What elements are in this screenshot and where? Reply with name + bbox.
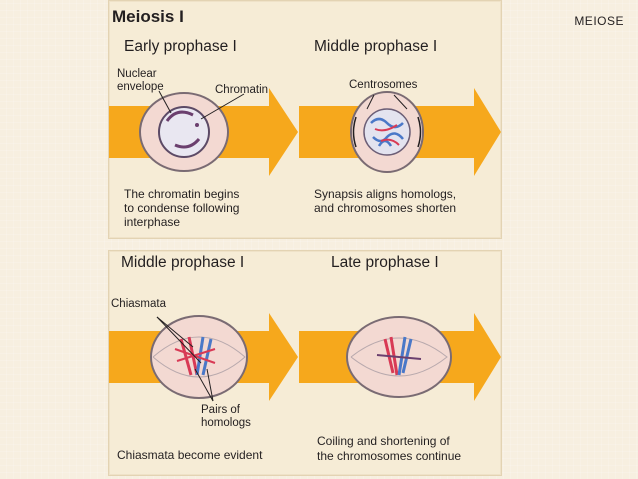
caption-late-1: Coiling and shortening of <box>317 434 450 448</box>
caption-chiasmata: Chiasmata become evident <box>117 448 263 462</box>
label-centrosomes: Centrosomes <box>349 79 418 91</box>
label-nuclear-envelope-2: envelope <box>117 81 164 93</box>
early-chromatin <box>165 110 201 149</box>
top-panel: Meiosis I Early prophase I Middle propha… <box>108 0 502 239</box>
caption-early-2: to condense following <box>124 201 240 215</box>
stage-early-prophase: Early prophase I <box>124 38 237 55</box>
stage-middle-prophase-bottom: Middle prophase I <box>121 254 245 271</box>
diagram-title: Meiosis I <box>112 7 184 26</box>
top-panel-drawing <box>109 88 501 176</box>
label-chiasmata: Chiasmata <box>111 298 166 310</box>
early-nucleus <box>158 106 210 158</box>
stage-middle-prophase-top: Middle prophase I <box>314 38 438 55</box>
bottom-panel: Middle prophase I Late prophase I Chiasm… <box>108 250 502 476</box>
caption-early-3: interphase <box>124 215 181 229</box>
bottom-panel-drawing <box>109 313 501 402</box>
caption-middle-1: Synapsis aligns homologs, <box>314 187 457 201</box>
slide-tag: MEIOSE <box>574 14 624 28</box>
label-nuclear-envelope-1: Nuclear <box>117 68 157 80</box>
stage-late-prophase: Late prophase I <box>331 254 439 271</box>
caption-late-2: the chromosomes continue <box>317 449 462 463</box>
label-pairs-of-homologs-1: Pairs of <box>201 404 240 416</box>
caption-early-1: The chromatin begins <box>124 187 240 201</box>
caption-middle-2: and chromosomes shorten <box>314 201 457 215</box>
label-pairs-of-homologs-2: homologs <box>201 417 251 429</box>
label-chromatin: Chromatin <box>215 84 269 96</box>
